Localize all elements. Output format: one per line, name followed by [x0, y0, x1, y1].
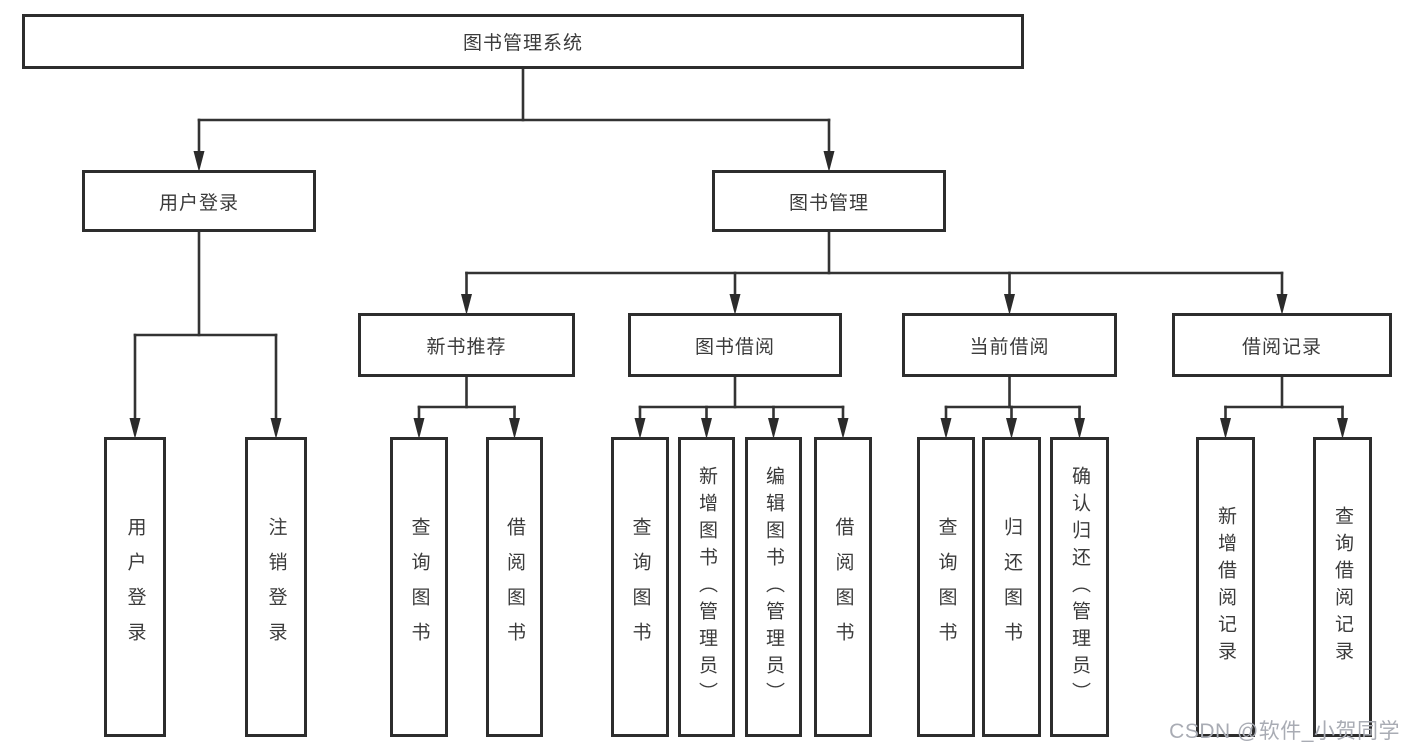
node-label: 注销登录: [265, 517, 287, 657]
arrowhead-down-icon: [270, 418, 282, 439]
node-leaf-query-borrow-record: 查询借阅记录: [1313, 437, 1372, 737]
arrowhead-down-icon: [509, 418, 520, 439]
arrowhead-down-icon: [1004, 294, 1015, 315]
node-label: 查询借阅记录: [1332, 506, 1353, 668]
watermark: CSDN @软件_小贺同学: [1169, 720, 1400, 743]
arrowhead-down-icon: [413, 418, 425, 439]
arrowhead-down-icon: [461, 294, 472, 315]
node-leaf-edit-book: 编辑图书（管理员）: [745, 437, 802, 737]
node-leaf-user-login: 用户登录: [104, 437, 166, 737]
node-label: 新书推荐: [426, 336, 507, 358]
node-label: 查询图书: [629, 517, 651, 657]
arrowhead-down-icon: [837, 418, 849, 439]
arrowhead-down-icon: [1276, 294, 1288, 315]
node-label: 当前借阅: [969, 336, 1050, 358]
node-leaf-add-borrow-record: 新增借阅记录: [1196, 437, 1255, 737]
node-new-book-rec: 新书推荐: [358, 313, 575, 377]
node-label: 编辑图书（管理员）: [763, 465, 784, 709]
arrowhead-down-icon: [768, 418, 779, 439]
node-label: 借阅图书: [504, 517, 525, 657]
node-leaf-add-book: 新增图书（管理员）: [678, 437, 735, 737]
node-label: 借阅图书: [832, 517, 854, 657]
arrowhead-down-icon: [701, 418, 712, 439]
node-leaf-logout: 注销登录: [245, 437, 307, 737]
node-label: 归还图书: [1001, 517, 1022, 657]
node-borrow-records: 借阅记录: [1172, 313, 1392, 377]
node-leaf-borrow-book-2: 借阅图书: [814, 437, 872, 737]
node-label: 查询图书: [408, 517, 430, 657]
node-book-borrow: 图书借阅: [628, 313, 842, 377]
arrowhead-down-icon: [823, 151, 835, 172]
node-label: 新增借阅记录: [1215, 506, 1236, 668]
arrowhead-down-icon: [1220, 418, 1231, 439]
node-label: 用户登录: [158, 192, 239, 214]
node-current-borrow: 当前借阅: [902, 313, 1117, 377]
node-leaf-return-book: 归还图书: [982, 437, 1041, 737]
arrowhead-down-icon: [940, 418, 952, 439]
arrowhead-down-icon: [129, 418, 141, 439]
node-label: 图书借阅: [694, 336, 775, 358]
node-leaf-borrow-book-1: 借阅图书: [486, 437, 543, 737]
node-leaf-query-book-3: 查询图书: [917, 437, 975, 737]
node-label: 图书管理: [788, 192, 869, 214]
node-user-login: 用户登录: [82, 170, 316, 232]
arrowhead-down-icon: [193, 151, 205, 172]
node-leaf-query-book-1: 查询图书: [390, 437, 448, 737]
arrowhead-down-icon: [1006, 418, 1017, 439]
arrowhead-down-icon: [1074, 418, 1085, 439]
node-label: 图书管理系统: [462, 33, 583, 54]
arrowhead-down-icon: [729, 294, 741, 315]
node-label: 新增图书（管理员）: [696, 465, 717, 709]
arrowhead-down-icon: [634, 418, 646, 439]
node-label: 借阅记录: [1241, 336, 1322, 358]
node-root: 图书管理系统: [22, 14, 1024, 69]
node-book-mgmt: 图书管理: [712, 170, 946, 232]
node-label: 确认归还（管理员）: [1069, 465, 1090, 709]
node-leaf-query-book-2: 查询图书: [611, 437, 669, 737]
node-label: 查询图书: [935, 517, 957, 657]
node-label: 用户登录: [124, 517, 146, 657]
node-leaf-confirm-return: 确认归还（管理员）: [1050, 437, 1109, 737]
arrowhead-down-icon: [1337, 418, 1348, 439]
